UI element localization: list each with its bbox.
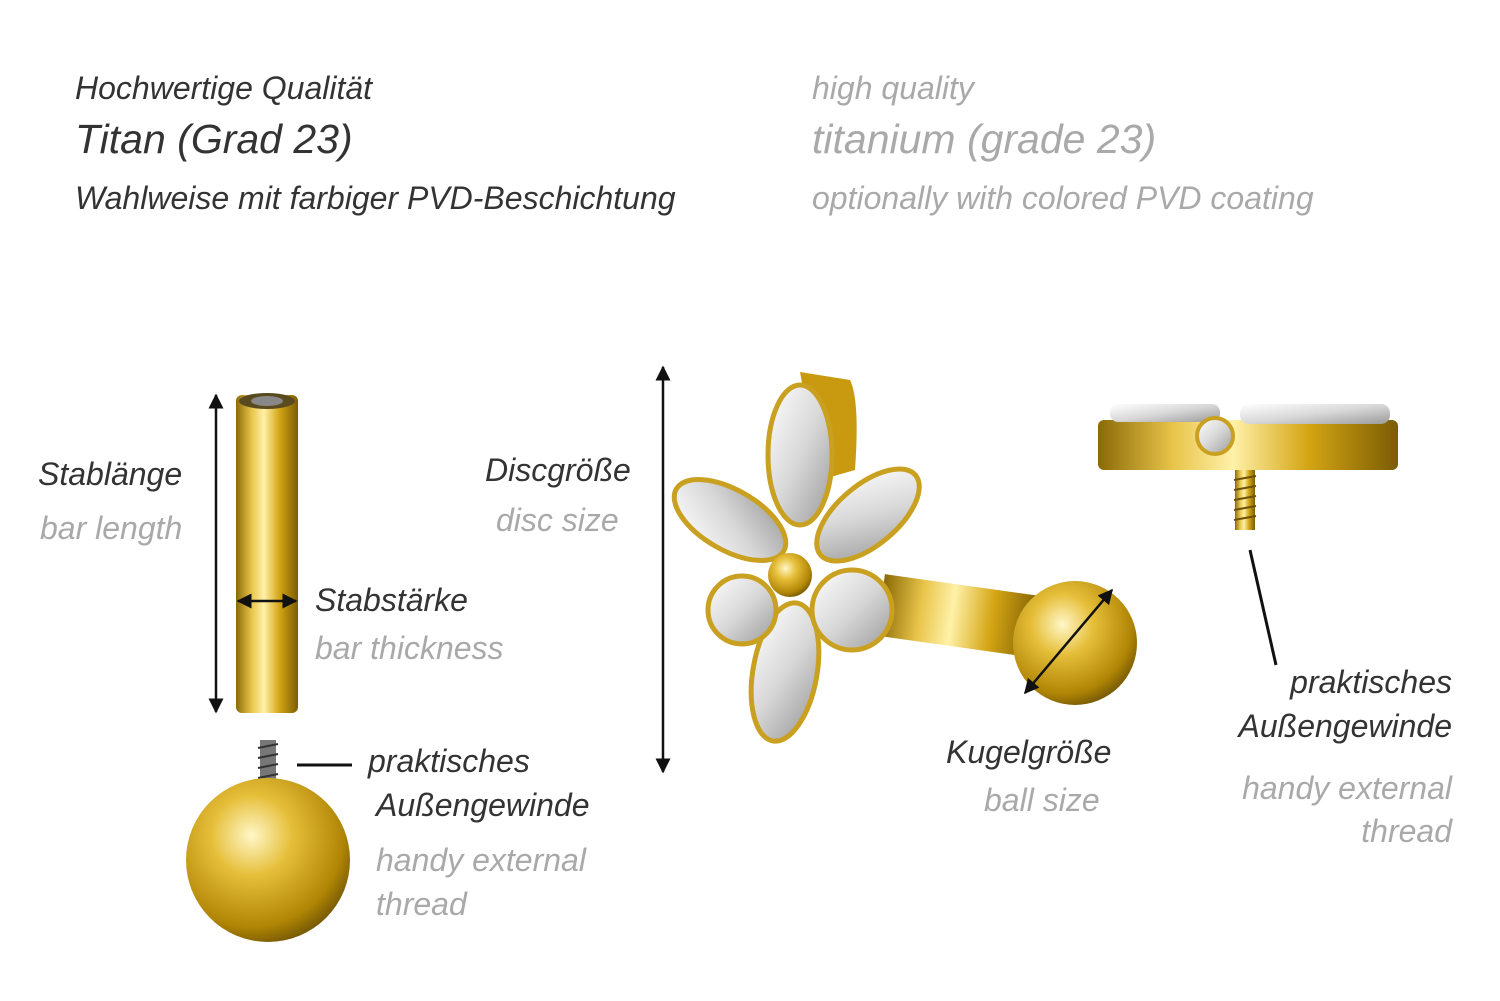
bar-thickness-label-en: bar thickness [315,630,504,666]
thread-right-label-en-1: handy external [1242,770,1452,806]
ball-with-thread-image [186,740,350,942]
thread-left-label-en-1: handy external [376,842,586,878]
bar-image [236,393,298,713]
thread-left-label-de-1: praktisches [368,743,530,779]
thread-right-label-de-1: praktisches [1290,664,1452,700]
coating-de: Wahlweise mit farbiger PVD-Beschichtung [75,180,676,216]
quality-en: high quality [812,70,974,106]
material-en: titanium (grade 23) [812,116,1157,162]
thread-left-label-de-2: Außengewinde [376,787,590,823]
ball-size-arrow [1024,588,1113,695]
ball-size-label-en: ball size [984,782,1100,818]
thread-left-label-en-2: thread [376,886,467,922]
thread-right-label-de-2: Außengewinde [1238,708,1452,744]
thread-right-label-en-2: thread [1361,813,1452,849]
quality-de: Hochwertige Qualität [75,70,373,106]
disc-size-label-de: Discgröße [485,452,631,488]
coating-en: optionally with colored PVD coating [812,180,1314,216]
bar-thickness-label-de: Stabstärke [315,582,468,618]
ball-size-label-de: Kugelgröße [946,734,1112,770]
disc-size-label-en: disc size [496,502,619,538]
thread-pointer-right [1248,549,1278,666]
material-de: Titan (Grad 23) [75,116,353,162]
attachment-side-view-image [1098,404,1398,530]
flower-earring-image [671,372,1137,744]
bar-length-label-de: Stablänge [38,456,183,492]
bar-length-label-en: bar length [40,510,183,546]
